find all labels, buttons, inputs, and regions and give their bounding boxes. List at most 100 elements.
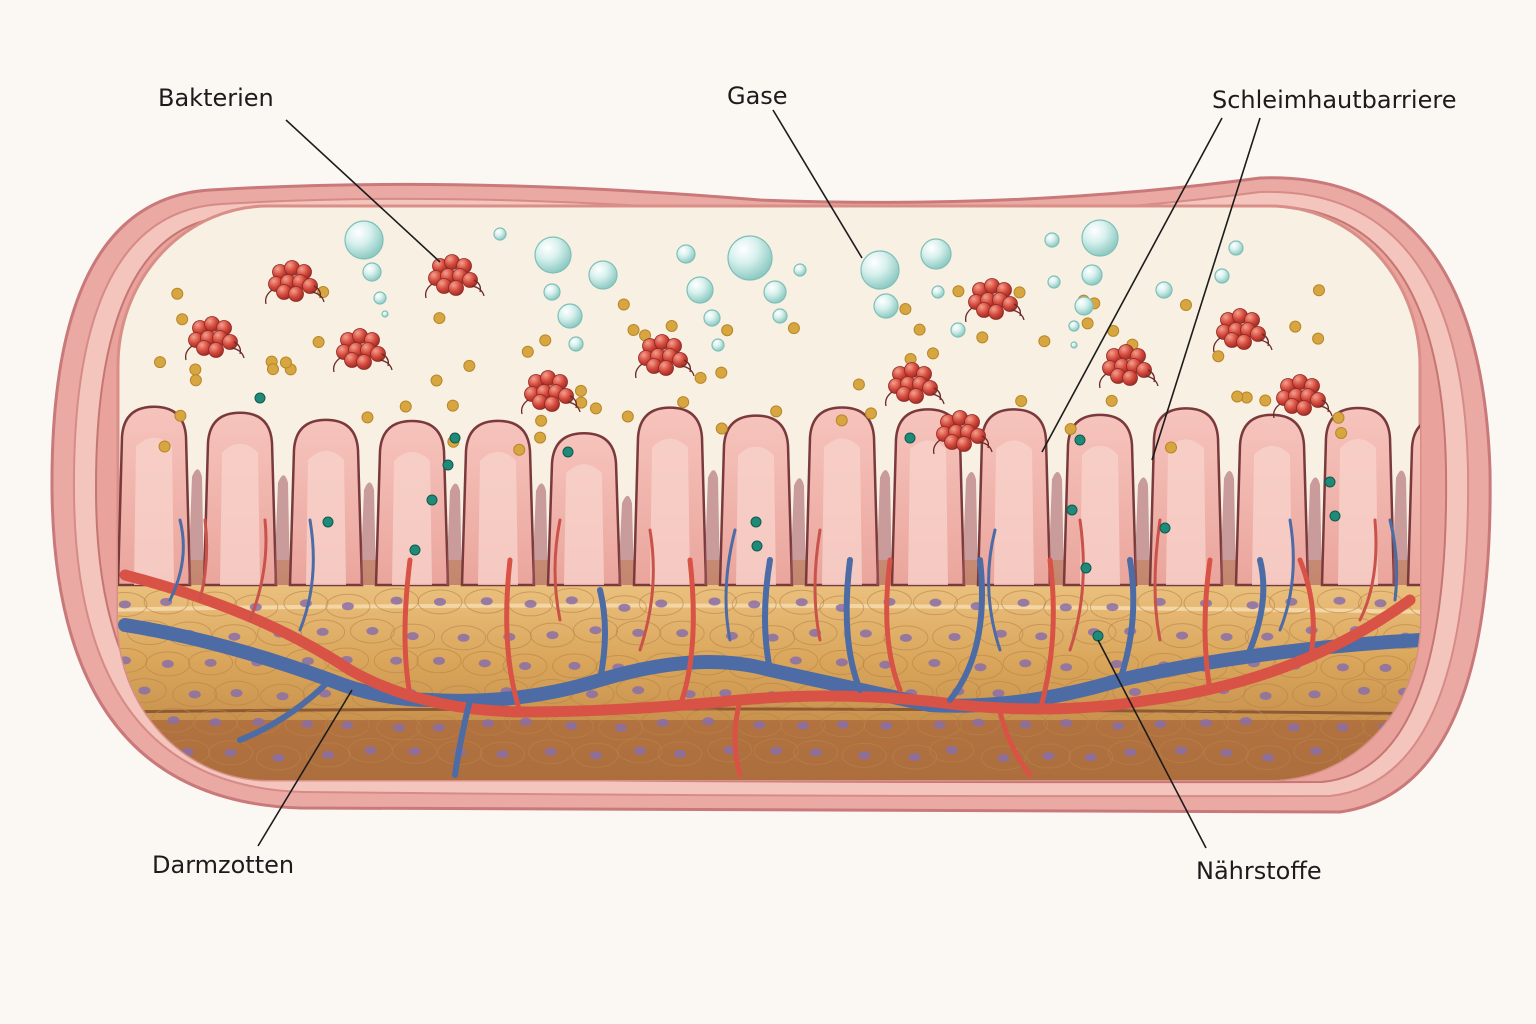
- tissue-cell: [883, 625, 929, 651]
- tissue-cell: [118, 591, 148, 617]
- particle: [176, 313, 189, 326]
- cell-nucleus: [390, 596, 403, 605]
- particle: [721, 324, 734, 337]
- cell-nucleus: [1309, 747, 1322, 756]
- cell-nucleus: [632, 686, 645, 695]
- tissue-cell: [462, 650, 508, 676]
- particle: [433, 312, 446, 325]
- bacteria-cluster: [884, 362, 945, 407]
- nutrient: [1066, 504, 1078, 516]
- gas-bubble: [362, 262, 382, 282]
- gas-bubble: [686, 276, 714, 304]
- particle: [617, 298, 630, 311]
- cell-nucleus: [341, 721, 354, 730]
- tissue-cell: [862, 652, 908, 678]
- artery-branch: [402, 557, 1316, 778]
- cell-nucleus: [433, 597, 446, 606]
- nutrient: [442, 459, 454, 471]
- particle: [266, 363, 279, 376]
- crypt-shadow: [1048, 471, 1064, 585]
- tissue-cell: [1243, 683, 1289, 709]
- gas-bubble: [727, 235, 773, 281]
- cell-nucleus: [272, 753, 285, 762]
- tissue-cell: [172, 681, 218, 707]
- cell-nucleus: [908, 752, 921, 761]
- tissue-cell: [792, 620, 838, 646]
- cell-nucleus: [457, 633, 470, 642]
- villus-core: [736, 446, 776, 585]
- gas-bubble: [344, 220, 384, 260]
- bacterium: [988, 304, 1004, 320]
- cell-nucleus: [933, 720, 946, 729]
- tissue-cell: [1107, 739, 1153, 765]
- tissue-cell: [980, 745, 1026, 771]
- nutrient: [751, 540, 763, 552]
- villus-core: [1166, 439, 1206, 585]
- lumen-particles: [154, 284, 1348, 642]
- cell-nucleus: [1374, 599, 1387, 608]
- cell-nucleus: [1379, 663, 1392, 672]
- bacteria-cluster: [424, 254, 485, 299]
- nutrient: [322, 516, 334, 528]
- tissue-cell: [1223, 708, 1269, 734]
- bacterium: [908, 388, 924, 404]
- cell-nucleus: [586, 690, 599, 699]
- tissue-cell: [528, 739, 574, 765]
- cell-nucleus: [322, 750, 335, 759]
- crypt-shadow: [446, 483, 462, 585]
- tissue-cell: [376, 715, 422, 741]
- cell-nucleus: [929, 598, 942, 607]
- tissue-cell: [1002, 650, 1048, 676]
- cell-nucleus: [228, 632, 241, 641]
- cell-nucleus: [568, 661, 581, 670]
- cell-nucleus: [408, 747, 421, 756]
- particle: [1038, 335, 1051, 348]
- nutrient: [1159, 522, 1171, 534]
- gas-bubble: [1068, 320, 1080, 332]
- cell-nucleus: [674, 749, 687, 758]
- particle: [1312, 284, 1325, 297]
- gas-bubble: [1214, 268, 1230, 284]
- cell-nucleus: [519, 662, 532, 671]
- crypt-shadow: [1306, 477, 1322, 585]
- tissue-cell: [324, 712, 370, 738]
- cell-nucleus: [316, 627, 329, 636]
- villus-core: [134, 437, 174, 585]
- gas-bubble: [763, 280, 787, 304]
- cell-nucleus: [632, 628, 645, 637]
- tissue-cell: [284, 711, 330, 737]
- tissue-cell: [573, 742, 619, 768]
- particle: [1332, 411, 1345, 424]
- particle: [534, 431, 547, 444]
- particle: [1335, 426, 1348, 439]
- bacterium: [1296, 400, 1312, 416]
- particle: [694, 371, 707, 384]
- particle: [715, 422, 728, 435]
- tissue-cell: [390, 623, 436, 649]
- cell-nucleus: [928, 659, 941, 668]
- cell-nucleus: [432, 723, 445, 732]
- tissue-cell: [1245, 745, 1291, 771]
- particle: [361, 411, 374, 424]
- muscle-layer: [118, 720, 1420, 780]
- villus-core: [1252, 445, 1292, 585]
- capillaries-blue: [168, 518, 1399, 652]
- cell-nucleus: [1246, 601, 1259, 610]
- tissue-cell: [793, 739, 839, 765]
- leader-gase: [772, 109, 863, 259]
- particle: [1179, 299, 1192, 312]
- bacterium: [302, 278, 318, 294]
- leader-naehrstoffe: [1097, 639, 1207, 849]
- cell-nucleus: [230, 689, 243, 698]
- tissue-cell: [392, 738, 438, 764]
- villus-core: [650, 438, 690, 585]
- cell-nucleus: [1042, 752, 1055, 761]
- cell-nucleus: [224, 748, 237, 757]
- cell-nucleus: [789, 656, 802, 665]
- cell-nucleus: [565, 721, 578, 730]
- label-darmzotten: Darmzotten: [152, 851, 295, 879]
- tissue-cell: [529, 622, 575, 648]
- tissue-cell: [1095, 713, 1141, 739]
- particle: [535, 414, 548, 427]
- cell-nucleus: [835, 658, 848, 667]
